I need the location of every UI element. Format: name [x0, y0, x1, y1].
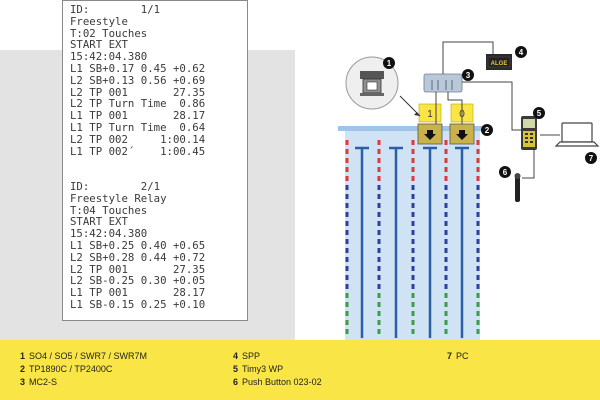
printout-line: 15:42:04.380	[70, 50, 148, 64]
callout-number: 1	[387, 59, 392, 68]
printout-line: L2 SB+0.13 0.56 +0.69	[70, 73, 206, 87]
printout-line: Freestyle	[70, 14, 128, 28]
callout-number: 7	[589, 154, 594, 163]
callout-number: 6	[503, 168, 508, 177]
printout-line: START EXT	[70, 38, 128, 52]
printout-line: T:04 Touches	[70, 203, 148, 217]
arrow-down-icon	[456, 130, 468, 140]
printout-line: Freestyle Relay	[70, 191, 167, 205]
lane-number-1: 1	[427, 109, 433, 120]
printout-line: L1 TP 001 28.17	[70, 286, 206, 300]
callout-badge-1	[383, 57, 395, 69]
printout-line: 15:42:04.380	[70, 227, 148, 241]
printout-line: START EXT	[70, 215, 128, 229]
callout-number: 5	[537, 109, 542, 118]
printout-line: L2 SB-0.25 0.30 +0.05	[70, 274, 206, 288]
cables	[435, 41, 560, 179]
callout-number: 2	[485, 126, 490, 135]
callout-badge-6	[499, 166, 511, 178]
printout-line: L2 SB+0.28 0.44 +0.72	[70, 250, 206, 264]
printout-line: L1 SB+0.25 0.40 +0.65	[70, 238, 206, 252]
printout-line: ID: 1/1	[70, 3, 161, 16]
callout-number: 4	[519, 48, 524, 57]
printout-line: L1 SB+0.17 0.45 +0.62	[70, 61, 206, 75]
callout-number: 3	[466, 71, 471, 80]
callout-badge-4	[515, 46, 527, 58]
callout-badge-7	[585, 152, 597, 164]
callout-badge-3	[462, 69, 474, 81]
printout-line: L2 TP 001 27.35	[70, 85, 206, 99]
callout-badge-2	[481, 124, 493, 136]
arrow-down-icon	[424, 130, 436, 140]
spp-brand-label: ALGE	[491, 61, 508, 67]
printout-line: L2 TP 001 27.35	[70, 262, 206, 276]
pool-edge	[338, 126, 486, 131]
callout-badge-5	[533, 107, 545, 119]
laptop-icon	[561, 122, 593, 143]
lane-ropes	[345, 140, 480, 334]
printout-line: L1 TP Turn Time 0.64	[70, 120, 206, 134]
printout-line: L1 TP 002´ 1:00.45	[70, 144, 206, 158]
printout-line: ID: 2/1	[70, 179, 161, 193]
printout-line: L2 TP 002 1:00.14	[70, 132, 206, 146]
callout-badges: 1 2 3 4 5 6 7	[383, 46, 597, 178]
push-button-icon	[515, 176, 520, 202]
lane-center-lines	[355, 146, 469, 338]
printout-line: L2 TP Turn Time 0.86	[70, 97, 206, 111]
starting-block-icon	[360, 71, 384, 79]
printout-line: L1 SB-0.15 0.25 +0.10	[70, 297, 206, 311]
printout-line: L1 TP 001 28.17	[70, 109, 206, 123]
junction-box-icon	[423, 73, 463, 93]
printout-line: T:02 Touches	[70, 26, 148, 40]
